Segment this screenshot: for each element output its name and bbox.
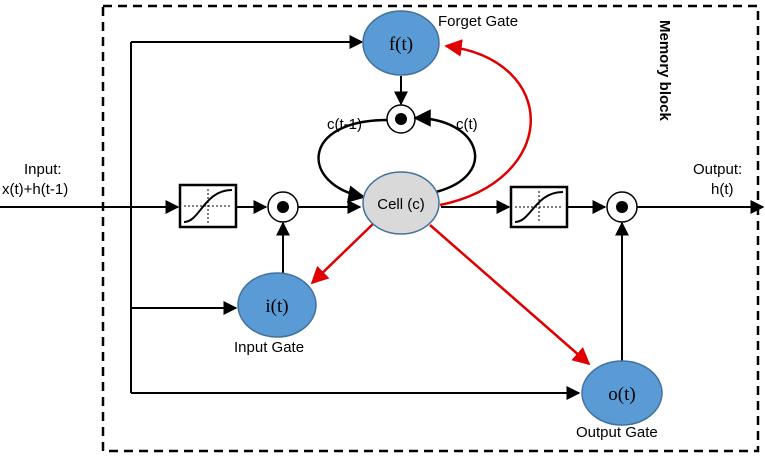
output-gate-symbol: o(t) xyxy=(608,384,635,405)
peephole-to-output-gate xyxy=(429,224,591,366)
forget-gate-caption: Forget Gate xyxy=(438,13,518,30)
input-gate-symbol: i(t) xyxy=(265,296,288,317)
output-gate: o(t) xyxy=(581,360,663,426)
input-gate-caption: Input Gate xyxy=(234,339,304,356)
input-label-line1: Input: xyxy=(24,161,62,178)
input-label-line2: x(t)+h(t-1) xyxy=(2,181,68,198)
output-label-line1: Output: xyxy=(693,161,742,178)
loop-right-label: c(t) xyxy=(456,116,478,133)
loop-right-arc xyxy=(413,109,477,194)
cell: Cell (c) xyxy=(362,171,440,235)
peephole-to-forget-gate xyxy=(439,39,532,207)
forget-gate-symbol: f(t) xyxy=(389,34,413,55)
input-multiplier xyxy=(267,191,299,223)
forget-gate: f(t) xyxy=(362,10,440,76)
output-label-line2: h(t) xyxy=(711,181,734,198)
forget-multiplier xyxy=(386,104,416,134)
output-gate-caption: Output Gate xyxy=(576,424,658,441)
input-activation-box xyxy=(178,183,238,229)
loop-left-label: c(t-1) xyxy=(327,116,362,133)
memory-block-label: Memory block xyxy=(656,20,673,122)
output-activation-box xyxy=(509,185,569,229)
memory-block-border xyxy=(101,4,760,453)
input-gate: i(t) xyxy=(237,272,317,338)
cell-label: Cell (c) xyxy=(377,196,425,213)
output-multiplier xyxy=(606,191,638,223)
peephole-to-input-gate xyxy=(310,222,375,285)
loop-left-arc xyxy=(317,118,388,203)
